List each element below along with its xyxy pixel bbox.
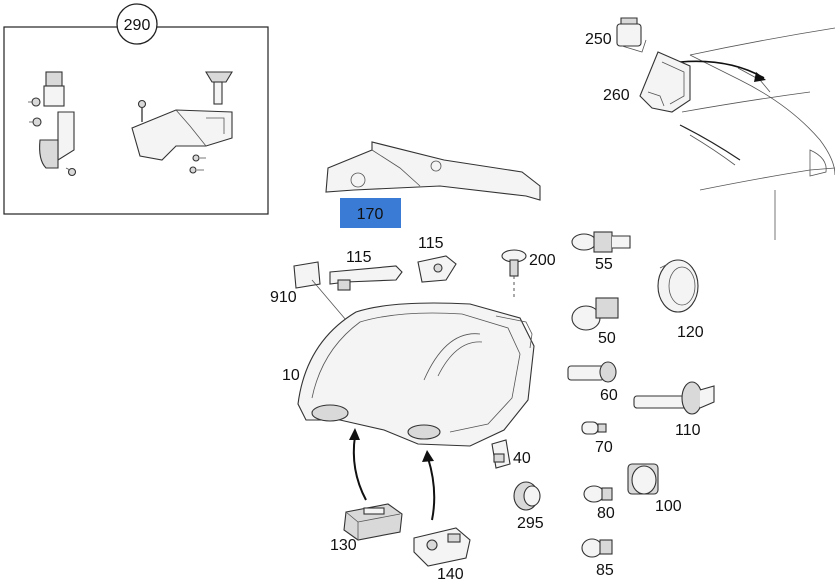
mount-bracket-left[interactable] (28, 71, 77, 177)
label-170-highlight (340, 198, 401, 228)
label-50[interactable]: 50 (598, 330, 616, 347)
label-100[interactable]: 100 (655, 498, 682, 515)
part-295-socket[interactable] (513, 481, 541, 511)
callout-circle-290 (116, 3, 158, 45)
label-10[interactable]: 10 (282, 367, 300, 384)
label-85[interactable]: 85 (596, 562, 614, 579)
part-110-xenon-bulb[interactable] (633, 381, 715, 415)
inset-290: 290 (3, 3, 269, 215)
label-115-a[interactable]: 115 (346, 249, 372, 266)
label-910[interactable]: 910 (270, 289, 297, 306)
part-120-cap[interactable] (657, 259, 699, 313)
part-85-bulb[interactable] (581, 538, 613, 558)
label-260[interactable]: 260 (603, 87, 630, 104)
part-60-bulb[interactable] (567, 361, 617, 383)
part-55-bulb[interactable] (571, 231, 631, 253)
mount-bracket-right[interactable] (131, 71, 233, 174)
part-140-ballast[interactable] (413, 527, 471, 567)
label-60[interactable]: 60 (600, 387, 618, 404)
label-140[interactable]: 140 (437, 566, 464, 583)
part-115-lever[interactable] (329, 265, 403, 291)
part-100-socket[interactable] (627, 463, 659, 495)
label-200[interactable]: 200 (529, 252, 556, 269)
part-70-bulb[interactable] (581, 421, 607, 435)
part-50-bulb[interactable] (571, 297, 619, 331)
part-40-connector[interactable] (491, 439, 511, 469)
arrow-130 (349, 428, 367, 501)
part-80-bulb[interactable] (583, 485, 613, 503)
part-910-tag[interactable] (293, 261, 347, 321)
part-200-screw[interactable] (501, 249, 527, 300)
label-170[interactable]: 170 (357, 206, 384, 223)
part-260-housing[interactable] (639, 51, 691, 113)
label-290[interactable]: 290 (124, 17, 151, 34)
part-250-sensor[interactable] (616, 17, 647, 53)
part-10-headlamp[interactable] (297, 302, 535, 447)
label-120[interactable]: 120 (677, 324, 704, 341)
label-250[interactable]: 250 (585, 31, 612, 48)
label-115-b[interactable]: 115 (418, 235, 444, 252)
label-55[interactable]: 55 (595, 256, 613, 273)
label-80[interactable]: 80 (597, 505, 615, 522)
label-130[interactable]: 130 (330, 537, 357, 554)
label-70[interactable]: 70 (595, 439, 613, 456)
part-130-module[interactable] (343, 503, 403, 541)
vehicle-outline (679, 27, 835, 240)
label-40[interactable]: 40 (513, 450, 531, 467)
arrow-140 (422, 450, 436, 521)
label-295[interactable]: 295 (517, 515, 544, 532)
label-110[interactable]: 110 (675, 422, 701, 439)
part-170-bracket[interactable] (325, 141, 541, 201)
part-115-clip[interactable] (417, 255, 457, 283)
